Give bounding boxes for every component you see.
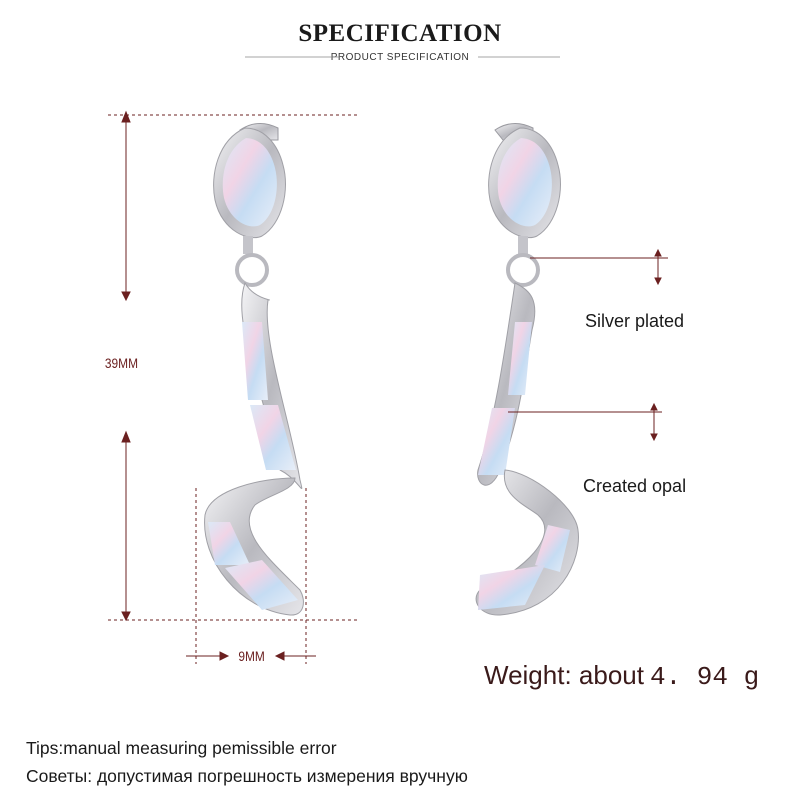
tip-russian: Советы: допустимая погрешность измерения… [26, 766, 468, 786]
weight-value: 4. 94 g [649, 662, 760, 692]
dimension-width-lines [186, 488, 316, 664]
earring-side-view [475, 123, 579, 616]
silver-plated-label: Silver plated [585, 311, 685, 331]
weight-label: Weight: about [484, 660, 644, 690]
page-title: SPECIFICATION [298, 20, 502, 47]
width-dimension-label: 9MM [238, 648, 265, 664]
callout-lines [508, 248, 668, 442]
dimension-length-lines [108, 110, 360, 622]
page-subtitle: PRODUCT SPECIFICATION [330, 52, 470, 63]
earring-front-view [204, 123, 304, 616]
length-dimension-label: 39MM [104, 355, 138, 371]
created-opal-label: Created opal [583, 476, 687, 496]
tip-english: Tips:manual measuring pemissible error [26, 738, 337, 758]
